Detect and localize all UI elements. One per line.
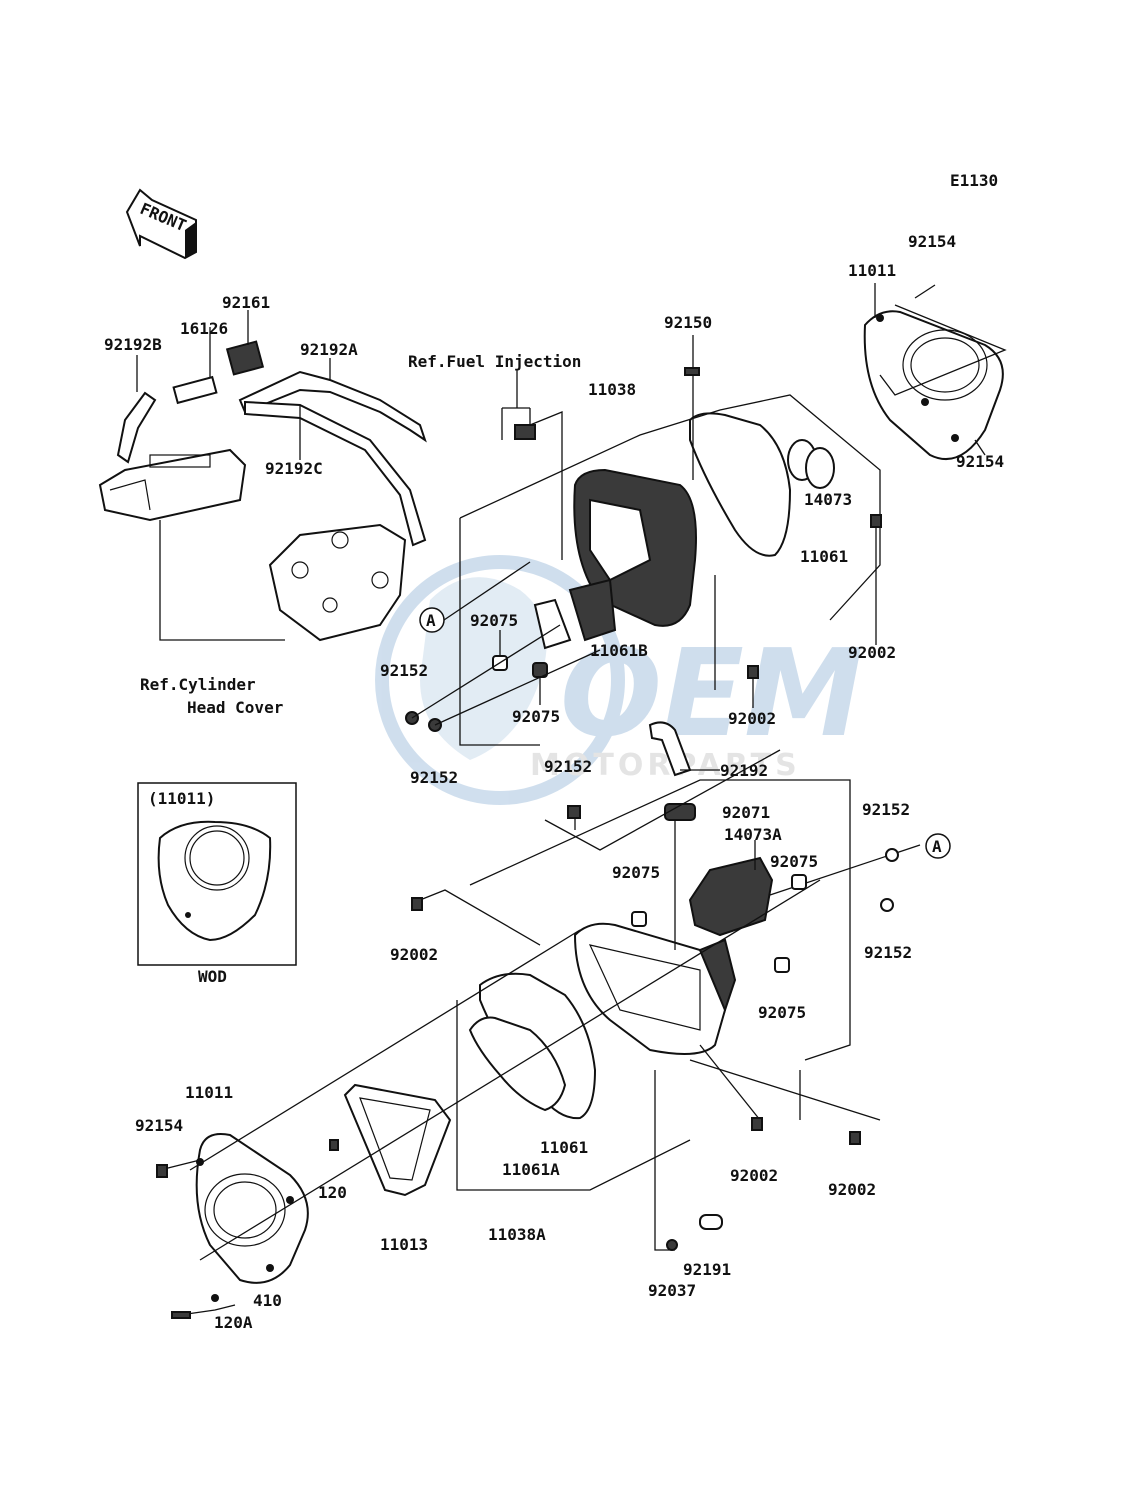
label-92002-e: 92002 xyxy=(828,1180,876,1199)
label-92154-right: 92154 xyxy=(956,452,1004,471)
label-11038a: 11038A xyxy=(488,1225,546,1244)
inset-caption: WOD xyxy=(198,967,227,986)
label-92152-e: 92152 xyxy=(864,943,912,962)
label-11013: 11013 xyxy=(380,1235,428,1254)
label-92150: 92150 xyxy=(664,313,712,332)
label-92191: 92191 xyxy=(683,1260,731,1279)
air-cleaner-cover-top xyxy=(863,310,1004,460)
label-92152-b: 92152 xyxy=(410,768,458,787)
label-11061-top: 11061 xyxy=(800,547,848,566)
inset-title: (11011) xyxy=(148,789,215,808)
label-92152-a: 92152 xyxy=(380,661,428,680)
inset-box: (11011) WOD xyxy=(137,782,297,986)
gasket-14073 xyxy=(787,439,835,489)
label-92002-a: 92002 xyxy=(848,643,896,662)
cylinder-head-cover-large xyxy=(268,523,407,642)
ref-fuel-injection: Ref.Fuel Injection xyxy=(408,352,581,371)
label-92002-b: 92002 xyxy=(728,709,776,728)
label-92192: 92192 xyxy=(720,761,768,780)
label-92192b: 92192B xyxy=(104,335,162,354)
label-92075-b: 92075 xyxy=(512,707,560,726)
label-92152-d: 92152 xyxy=(862,800,910,819)
label-92002-d: 92002 xyxy=(730,1166,778,1185)
valve-16126 xyxy=(172,340,265,405)
label-92161: 92161 xyxy=(222,293,270,312)
svg-text:A: A xyxy=(426,611,436,630)
label-14073: 14073 xyxy=(804,490,852,509)
label-92154-bottom: 92154 xyxy=(135,1116,183,1135)
filter-seal-top xyxy=(689,412,792,557)
label-92075-d: 92075 xyxy=(612,863,660,882)
watermark-logo: OEM MOTORPARTS xyxy=(375,555,863,805)
label-92192c: 92192C xyxy=(265,459,323,478)
label-92075-e: 92075 xyxy=(758,1003,806,1022)
diagram-code: E1130 xyxy=(950,171,998,190)
label-11061b: 11061B xyxy=(590,641,648,660)
hose-92192c xyxy=(244,400,427,547)
cylinder-head-cover-small xyxy=(98,448,247,522)
label-92152-c: 92152 xyxy=(544,757,592,776)
filter-11013 xyxy=(343,1083,452,1197)
ref-cylinder-head-line1: Ref.Cylinder xyxy=(140,675,256,694)
label-11011-top: 11011 xyxy=(848,261,896,280)
label-11061-bottom: 11061 xyxy=(540,1138,588,1157)
label-11038: 11038 xyxy=(588,380,636,399)
air-cleaner-housing-bottom xyxy=(573,922,737,1055)
air-cleaner-housing-top xyxy=(568,468,697,642)
label-92192a: 92192A xyxy=(300,340,358,359)
hose-92192a xyxy=(238,370,427,443)
label-14073a: 14073A xyxy=(724,825,782,844)
watermark-brand: OEM xyxy=(560,625,863,764)
ref-cylinder-head-line2: Head Cover xyxy=(187,698,283,717)
gasket-14073a xyxy=(688,856,774,937)
label-410: 410 xyxy=(253,1291,282,1310)
marker-a-bottom: A xyxy=(925,833,951,859)
label-92002-c: 92002 xyxy=(390,945,438,964)
svg-text:A: A xyxy=(932,837,942,856)
label-11061a: 11061A xyxy=(502,1160,560,1179)
label-92071: 92071 xyxy=(722,803,770,822)
label-92037: 92037 xyxy=(648,1281,696,1300)
marker-a-top: A xyxy=(419,607,445,633)
front-arrow-icon: FRONT xyxy=(125,188,197,260)
label-92075-a: 92075 xyxy=(470,611,518,630)
label-16126: 16126 xyxy=(180,319,228,338)
label-11011-bottom: 11011 xyxy=(185,1083,233,1102)
gasket-11061b xyxy=(533,598,572,650)
label-92075-c: 92075 xyxy=(770,852,818,871)
gasket-11061a xyxy=(468,1016,567,1112)
label-120a: 120A xyxy=(214,1313,253,1332)
hose-92192b xyxy=(116,391,157,464)
label-92154-top: 92154 xyxy=(908,232,956,251)
label-120: 120 xyxy=(318,1183,347,1202)
